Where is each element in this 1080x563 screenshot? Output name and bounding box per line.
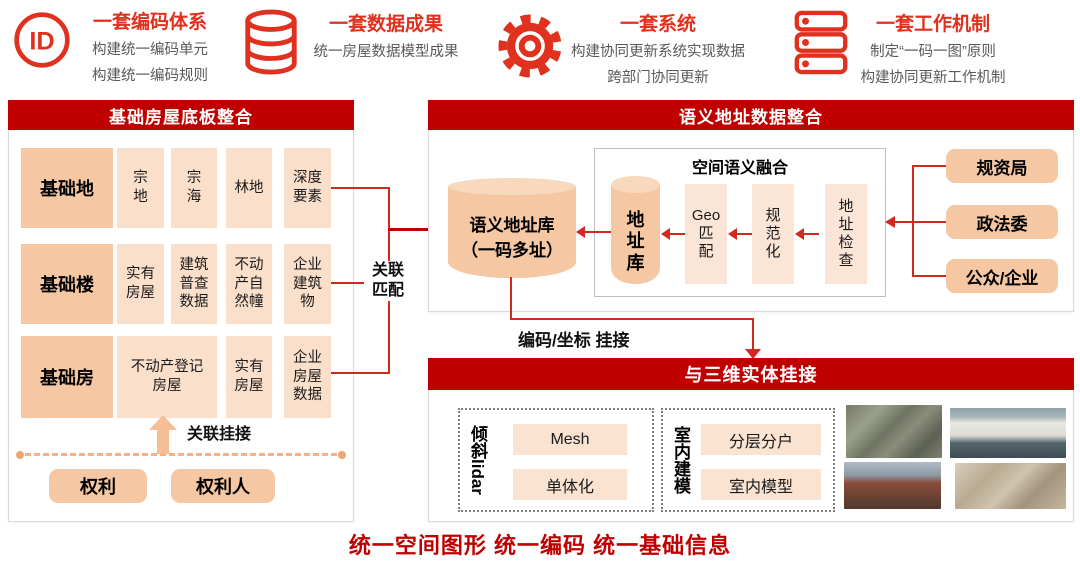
hook-connector [510,277,512,320]
feature-work-mechanism: 一套工作机制 制定“一码一图”原则 构建协同更新工作机制 [852,14,1014,88]
cell: 不动 产自 然幢 [226,244,272,324]
hook-label: 编码/坐标 挂接 [518,331,630,350]
step-arrow [803,233,819,235]
rights-holder-box: 权利人 [171,469,275,503]
mesh-box: Mesh [513,424,627,455]
cell: 企业 建筑 物 [284,244,331,324]
oblique-lidar-group: 倾斜lidar Mesh 单体化 [458,408,654,512]
building-model-photo [950,408,1066,458]
step-arrow-head [728,228,737,240]
feature-system: 一套系统 构建协同更新系统实现数据 跨部门协同更新 [568,14,748,88]
indoor-modeling-group: 室内建模 分层分户 室内模型 [661,408,835,512]
connector-line [331,282,389,284]
source-planning-bureau: 规资局 [946,149,1058,183]
feature-data-results: 一套数据成果 统一房屋数据模型成果 [300,14,472,62]
step-arrow [669,233,685,235]
connector-line [331,187,389,189]
row-header-base-land: 基础地 [21,148,113,228]
feature-title: 一套工作机制 [875,14,990,35]
panel-title: 语义地址数据整合 [428,100,1074,130]
spatial-semantic-fusion-box: 空间语义融合 地 址 库 Geo 匹 配 规 范 化 地 址 检 查 [594,148,886,297]
hook-connector [752,318,754,350]
feature-coding-system: 一套编码体系 构建统一编码单元 构建统一编码规则 [80,12,220,86]
semantic-address-panel: 语义地址数据整合 语义地址库 （一码多址） 空间语义融合 地 址 库 Geo 匹… [428,100,1074,312]
feature-title: 一套数据成果 [328,14,443,35]
step-normalize: 规 范 化 [752,184,794,284]
gear-icon [498,14,562,78]
source-connector [913,165,946,167]
feature-line: 跨部门协同更新 [607,69,709,86]
feature-line: 构建协同更新系统实现数据 [571,43,745,60]
database-icon [245,9,297,75]
source-politics-law-committee: 政法委 [946,205,1058,239]
feature-line: 构建协同更新工作机制 [860,69,1006,86]
link-label: 关联挂接 [187,426,252,443]
monomer-box: 单体化 [513,469,627,500]
cylinder-label: 语义地址库 （一码多址） [461,215,563,261]
feature-line: 构建统一编码规则 [92,67,208,84]
hook-arrow-head [745,349,761,359]
cell: 林地 [226,148,272,228]
link-arrow-shaft [157,429,169,454]
hook-connector [510,318,754,320]
feature-line: 构建统一编码单元 [92,41,208,58]
row-header-base-house: 基础房 [21,336,113,418]
cell: 建筑 普查 数据 [171,244,217,324]
block-model-photo [955,463,1066,509]
match-label: 关联 匹配 [364,261,412,301]
fusion-exit-arrow-head [576,226,585,238]
fusion-title: 空间语义融合 [691,160,788,177]
row-header-base-building: 基础楼 [21,244,113,324]
svg-text:ID: ID [29,27,54,55]
dash-end-dot [16,451,24,459]
floor-household-box: 分层分户 [701,424,821,455]
rights-box: 权利 [49,469,147,503]
cell: 深度 要素 [284,148,331,228]
fusion-exit-arrow [585,231,611,233]
cell: 不动产登记 房屋 [117,336,217,418]
source-connector [892,221,946,223]
group-side-label: 倾斜lidar [468,425,487,495]
feature-line: 制定“一码一图”原则 [870,43,996,60]
panel-title: 基础房屋底板整合 [8,100,354,130]
source-connector [913,275,946,277]
address-db-cylinder: 地 址 库 [611,176,660,284]
step-arrow-head [795,228,804,240]
cell: 实有 房屋 [226,336,272,418]
feature-title: 一套系统 [619,14,696,35]
cell: 宗 地 [117,148,164,228]
feature-title: 一套编码体系 [92,12,207,33]
panel-title: 与三维实体挂接 [428,358,1074,390]
id-icon: ID [14,12,70,68]
base-housing-panel: 基础房屋底板整合 基础地 宗 地 宗 海 林地 深度 要素 基础楼 实有 房屋 … [8,100,354,522]
indoor-model-box: 室内模型 [701,469,821,500]
entity-hook-panel: 与三维实体挂接 倾斜lidar Mesh 单体化 室内建模 分层分户 室内模型 [428,358,1074,522]
dashed-separator [25,453,337,456]
bottom-caption: 统一空间图形 统一编码 统一基础信息 [348,533,732,558]
group-side-label: 室内建模 [671,426,690,494]
cell: 实有 房屋 [117,244,164,324]
source-public-enterprise: 公众/企业 [946,259,1058,293]
source-arrow-head [885,216,895,228]
cylinder-label: 地 址 库 [626,209,645,273]
feature-line: 统一房屋数据模型成果 [313,43,459,60]
connector-line [331,372,389,374]
match-arrow [388,228,436,231]
semantic-address-db-cylinder: 语义地址库 （一码多址） [448,178,576,278]
server-stack-icon [794,10,848,75]
indoor-atrium-photo [844,462,941,509]
step-arrow-head [661,228,670,240]
cell: 企业 房屋 数据 [284,336,331,418]
step-address-check: 地 址 检 查 [825,184,867,284]
step-geo-match: Geo 匹 配 [685,184,727,284]
link-arrow-up [149,415,177,430]
dash-end-dot [338,451,346,459]
step-arrow [736,233,752,235]
cell: 宗 海 [171,148,217,228]
aerial-mesh-photo [846,405,942,458]
